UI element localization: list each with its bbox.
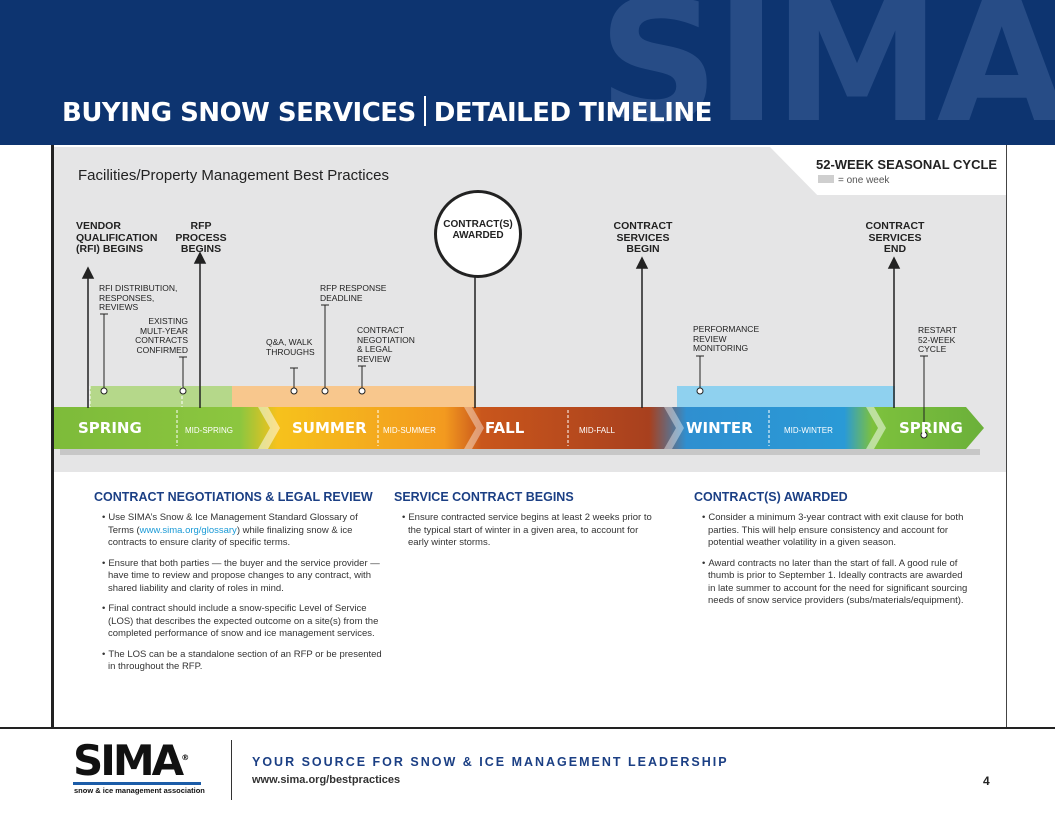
season-spring: SPRING	[78, 419, 142, 437]
logo-underline	[73, 782, 201, 785]
band-shadow	[60, 449, 980, 455]
page-title: BUYING SNOW SERVICES DETAILED TIMELINE	[62, 96, 712, 128]
begin-arrow-head	[635, 256, 649, 269]
service-section: SERVICE CONTRACT BEGINS Ensure contracte…	[394, 490, 654, 558]
awarded-bullet-1: Consider a minimum 3-year contract with …	[702, 512, 969, 550]
services-end-label: CONTRACT SERVICES END	[865, 220, 925, 255]
end-arrow-head	[887, 256, 901, 269]
cycle-legend-text: = one week	[838, 175, 890, 186]
rfi-dist-marker	[100, 387, 108, 395]
season-band	[54, 407, 984, 449]
sima-watermark: SIMA	[598, 0, 1055, 145]
footer-tagline: YOUR SOURCE FOR SNOW & ICE MANAGEMENT LE…	[252, 755, 729, 769]
rfp-arrow-head	[193, 251, 207, 264]
rfp-deadline-marker	[321, 387, 329, 395]
season-winter: WINTER	[686, 419, 753, 437]
season-mid-fall: MID-FALL	[579, 426, 616, 435]
logo-subtitle: snow & ice management association	[74, 786, 205, 795]
awarded-label: CONTRACT(S) AWARDED	[443, 219, 513, 241]
rfp-deadline-label: RFP RESPONSE DEADLINE	[320, 283, 387, 303]
services-begin-label: CONTRACT SERVICES BEGIN	[613, 220, 673, 255]
negotiations-bullet-3: Final contract should include a snow-spe…	[102, 603, 384, 641]
existing-marker	[179, 387, 187, 395]
awarded-section: CONTRACT(S) AWARDED Consider a minimum 3…	[694, 490, 969, 616]
summer-activity-bar	[232, 386, 476, 407]
awarded-bullet-2: Award contracts no later than the start …	[702, 558, 969, 608]
winter-activity-bar	[677, 386, 895, 407]
restart-label: RESTART 52-WEEK CYCLE	[918, 325, 957, 354]
chevron-winter	[664, 407, 684, 449]
negotiation-marker	[358, 387, 366, 395]
spring-activity-bar	[90, 386, 232, 407]
season-fall: FALL	[485, 419, 525, 437]
negotiations-section: CONTRACT NEGOTIATIONS & LEGAL REVIEW Use…	[94, 490, 384, 682]
negotiations-bullet-4: The LOS can be a standalone section of a…	[102, 649, 384, 674]
cycle-legend: = one week	[818, 175, 889, 186]
season-mid-summer: MID-SUMMER	[383, 426, 436, 435]
qa-marker	[290, 387, 298, 395]
existing-label: EXISTING MULT-YEAR CONTRACTS CONFIRMED	[135, 316, 188, 355]
chevron-summer	[258, 407, 280, 449]
chevron-fall	[464, 407, 484, 449]
season-spring-2: SPRING	[899, 419, 963, 437]
negotiations-bullet-1: Use SIMA’s Snow & Ice Management Standar…	[102, 512, 384, 550]
title-separator	[423, 96, 426, 126]
season-summer: SUMMER	[292, 419, 367, 437]
title-left: BUYING SNOW SERVICES	[62, 98, 416, 128]
page-number: 4	[983, 774, 990, 788]
footer-divider	[231, 740, 232, 800]
timeline-heading: Facilities/Property Management Best Prac…	[78, 167, 389, 184]
negotiations-bullet-2: Ensure that both parties — the buyer and…	[102, 558, 384, 596]
page-header: SIMA BUYING SNOW SERVICES DETAILED TIMELI…	[0, 0, 1055, 145]
qa-label: Q&A, WALK THROUGHS	[266, 337, 315, 357]
footer-url-link[interactable]: www.sima.org/bestpractices	[252, 774, 401, 786]
panel-border-left	[51, 145, 54, 728]
panel-border-right	[1006, 145, 1007, 728]
season-mid-winter: MID-WINTER	[784, 426, 833, 435]
season-mid-spring: MID-SPRING	[185, 426, 233, 435]
footer-rule	[0, 727, 1055, 729]
negotiation-label: CONTRACT NEGOTIATION & LEGAL REVIEW	[357, 325, 415, 364]
week-swatch	[818, 175, 834, 183]
sima-logo: SIMA®	[73, 736, 190, 785]
chevron-spring	[866, 407, 886, 449]
cycle-title: 52-WEEK SEASONAL CYCLE	[816, 157, 998, 172]
glossary-link[interactable]: www.sima.org/glossary	[139, 524, 237, 536]
negotiations-title: CONTRACT NEGOTIATIONS & LEGAL REVIEW	[94, 490, 373, 504]
restart-marker	[920, 431, 928, 439]
rfi-dist-label: RFI DISTRIBUTION, RESPONSES, REVIEWS	[99, 283, 178, 312]
vendor-arrow-head	[81, 266, 95, 279]
service-title: SERVICE CONTRACT BEGINS	[394, 490, 574, 504]
service-bullet-1: Ensure contracted service begins at leas…	[402, 512, 654, 550]
vendor-label: VENDOR QUALIFICATION (RFI) BEGINS	[76, 220, 158, 255]
performance-label: PERFORMANCE REVIEW MONITORING	[693, 324, 760, 353]
performance-marker	[696, 387, 704, 395]
awarded-circle: CONTRACT(S) AWARDED	[434, 190, 522, 278]
rfp-label: RFP PROCESS BEGINS	[175, 220, 227, 255]
awarded-title: CONTRACT(S) AWARDED	[694, 490, 848, 504]
title-right: DETAILED TIMELINE	[433, 98, 713, 128]
